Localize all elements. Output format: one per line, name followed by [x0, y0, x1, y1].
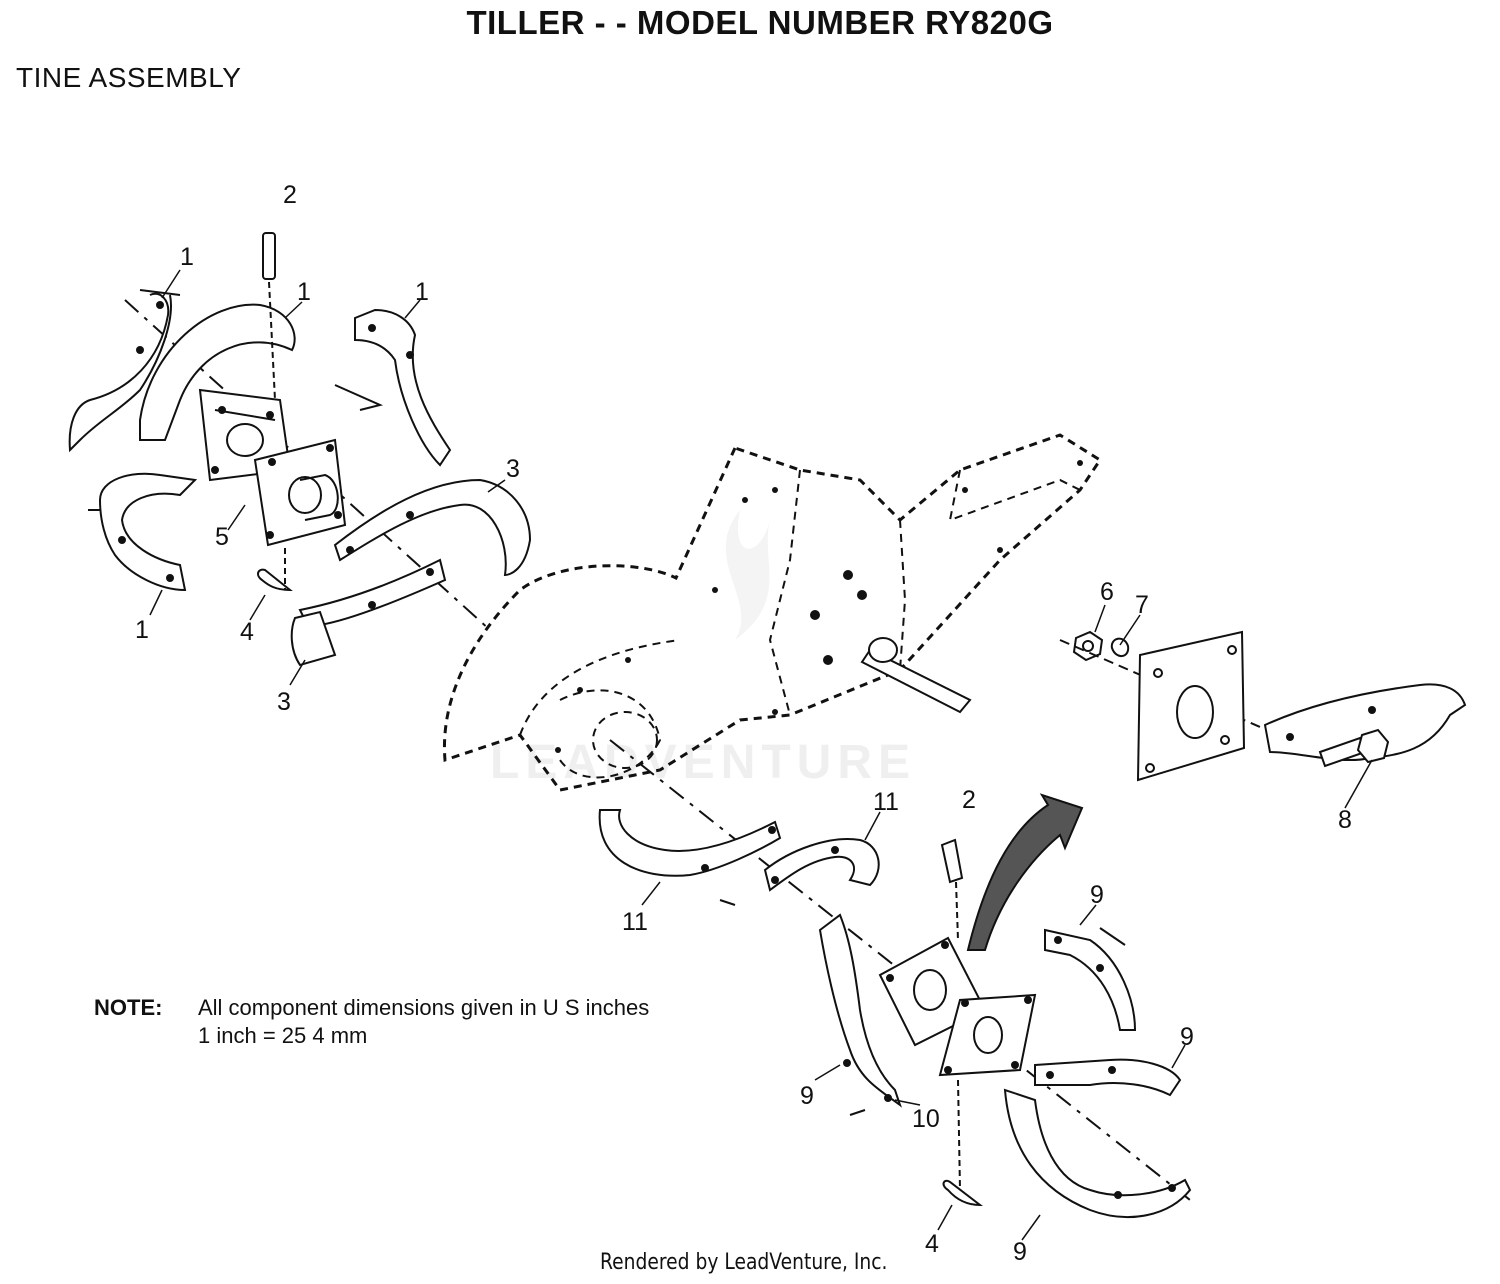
leader-lines	[150, 270, 1372, 1240]
callout-4: 4	[240, 618, 254, 646]
watermark-logo: LEADVENTURE	[490, 510, 916, 789]
tiller-housing	[444, 435, 1100, 790]
section-title: TINE ASSEMBLY	[16, 62, 242, 93]
callout-labels: 1 1 1 1 2 2 3 3 4 4 5 6 7 8 9 9 9 9 10 1…	[135, 181, 1352, 1266]
callout-3: 3	[277, 688, 291, 716]
callout-8: 8	[1338, 806, 1352, 834]
callout-10: 10	[912, 1105, 940, 1133]
watermark-text: LEADVENTURE	[490, 736, 916, 789]
lower-tine-group	[600, 795, 1190, 1217]
callout-6: 6	[1100, 578, 1114, 606]
note-label: NOTE:	[94, 995, 163, 1020]
callout-7: 7	[1135, 591, 1149, 619]
footer-credit: Rendered by LeadVenture, Inc.	[600, 1250, 888, 1275]
housing-bolts	[555, 460, 1083, 753]
callout-2: 2	[283, 181, 297, 209]
callout-9: 9	[1180, 1023, 1194, 1051]
callout-9: 9	[800, 1082, 814, 1110]
callout-11: 11	[873, 788, 899, 816]
note-line-2: 1 inch = 25 4 mm	[198, 1023, 368, 1048]
callout-1: 1	[415, 278, 429, 306]
dimension-note: NOTE: All component dimensions given in U…	[94, 994, 649, 1050]
note-line-1: All component dimensions given in U S in…	[198, 995, 650, 1020]
callout-1: 1	[180, 243, 194, 271]
page-title: TILLER - - MODEL NUMBER RY820G	[466, 4, 1054, 41]
callout-1: 1	[135, 616, 149, 644]
callout-2: 2	[962, 786, 976, 814]
right-mount-group	[1060, 632, 1465, 780]
callout-3: 3	[506, 455, 520, 483]
callout-11: 11	[622, 908, 648, 936]
callout-5: 5	[215, 523, 229, 551]
callout-9: 9	[1013, 1238, 1027, 1266]
left-tine-group	[70, 233, 530, 665]
callout-9: 9	[1090, 881, 1104, 909]
callout-1: 1	[297, 278, 311, 306]
callout-4: 4	[925, 1230, 939, 1258]
